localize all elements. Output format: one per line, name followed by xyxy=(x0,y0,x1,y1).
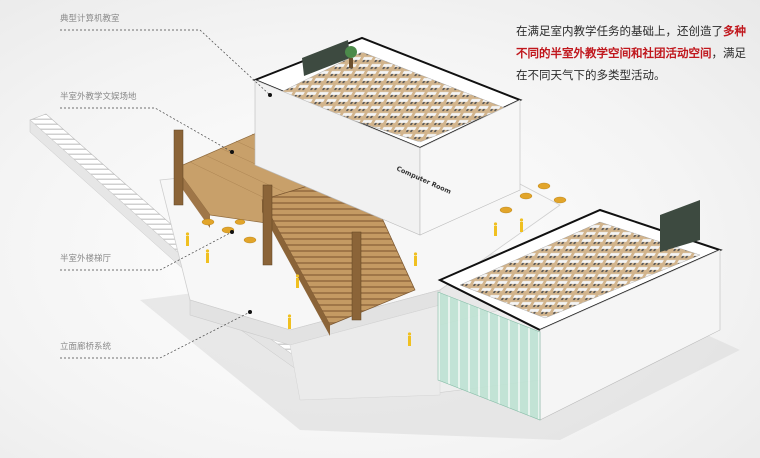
description-text: 在满足室内教学任务的基础上，还创造了多种不同的半室外教学空间和社团活动空间，满足… xyxy=(516,20,754,86)
plant-icon xyxy=(345,46,357,68)
label-facade-corridor: 立面廊桥系统 xyxy=(60,342,112,352)
description-part1: 在满足室内教学任务的基础上，还创造了 xyxy=(516,24,723,38)
description-part2: ，满足在不同天气下的多类型活动。 xyxy=(516,46,746,82)
lower-classroom xyxy=(437,200,723,421)
cafe-tables xyxy=(201,182,567,244)
timber-columns xyxy=(173,129,362,321)
description-highlight: 多种不同的半室外教学空间和社团活动空间 xyxy=(516,24,746,60)
label-semi-outdoor-activity: 半室外教学文娱场地 xyxy=(60,92,137,102)
glass-facade xyxy=(437,291,541,421)
leader-dots xyxy=(230,93,272,314)
upper-classroom xyxy=(252,36,523,236)
leader-lines xyxy=(60,29,271,359)
label-semi-outdoor-stair-hall: 半室外楼梯厅 xyxy=(60,254,112,264)
label-computer-classroom: 典型计算机教室 xyxy=(60,14,120,24)
